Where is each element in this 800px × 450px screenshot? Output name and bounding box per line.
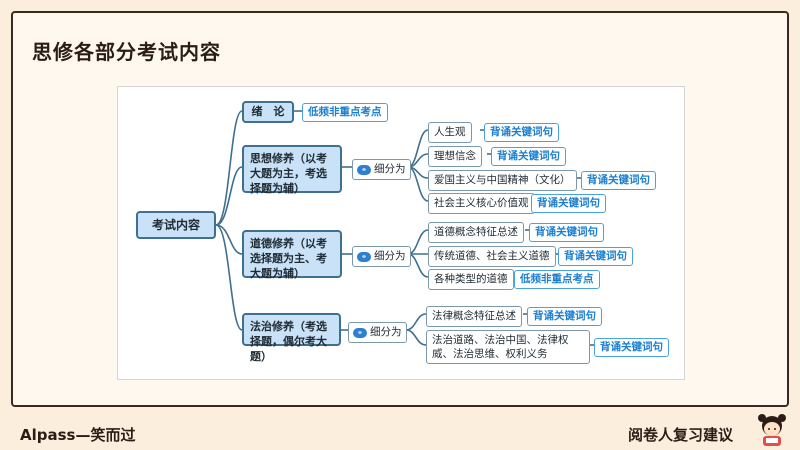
leaf-law-path: 法治道路、法治中国、法律权威、法治思维、权利义务 (426, 330, 590, 364)
subdivide-label-morality: ⚭ 细分为 (352, 246, 411, 267)
mindmap-image: 考试内容 绪 论 低频非重点考点 思想修养（以考大题为主，考选择题为辅） ⚭ 细… (117, 86, 685, 380)
branch-intro: 绪 论 (242, 101, 294, 123)
branch-thought: 思想修养（以考大题为主，考选择题为辅） (242, 145, 342, 195)
subdivide-label-law: ⚭ 细分为 (348, 322, 407, 343)
leaf-patriotism: 爱国主义与中国精神（文化） (428, 170, 577, 191)
link-icon: ⚭ (353, 327, 367, 338)
subdivide-label-thought: ⚭ 细分为 (352, 159, 411, 180)
subdivide-text: 细分为 (374, 163, 406, 175)
tag-low-frequency: 低频非重点考点 (514, 270, 600, 289)
root-node: 考试内容 (136, 211, 216, 239)
leaf-life-view: 人生观 (428, 122, 472, 143)
leaf-morality-types: 各种类型的道德 (428, 269, 514, 290)
link-icon: ⚭ (357, 251, 371, 262)
tag-recite: 背诵关键词句 (531, 194, 606, 213)
tag-recite: 背诵关键词句 (529, 223, 604, 242)
tag-recite: 背诵关键词句 (581, 171, 656, 190)
leaf-law-concept: 法律概念特征总述 (426, 306, 522, 327)
tag-recite: 背诵关键词句 (594, 338, 669, 357)
page-title: 思修各部分考试内容 (32, 40, 221, 64)
tag-recite: 背诵关键词句 (491, 147, 566, 166)
tag-recite: 背诵关键词句 (484, 123, 559, 142)
tag-recite: 背诵关键词句 (558, 247, 633, 266)
leaf-ideal-belief: 理想信念 (428, 146, 482, 167)
advice-label: 阅卷人复习建议 (628, 426, 734, 444)
branch-rule-of-law: 法治修养（考选择题，偶尔考大题） (242, 313, 341, 363)
brand-label: Alpass—笑而过 (20, 426, 136, 444)
subdivide-text: 细分为 (370, 326, 402, 338)
subdivide-text: 细分为 (374, 250, 406, 262)
leaf-morality-concept: 道德概念特征总述 (428, 222, 524, 243)
link-icon: ⚭ (357, 164, 371, 175)
girl-avatar-icon (758, 414, 786, 446)
branch-morality: 道德修养（以考选择题为主、考大题为辅） (242, 230, 342, 280)
tag-low-frequency: 低频非重点考点 (302, 103, 388, 122)
leaf-core-values: 社会主义核心价值观 (428, 193, 535, 214)
tag-recite: 背诵关键词句 (527, 307, 602, 326)
leaf-traditional-morality: 传统道德、社会主义道德 (428, 246, 556, 267)
